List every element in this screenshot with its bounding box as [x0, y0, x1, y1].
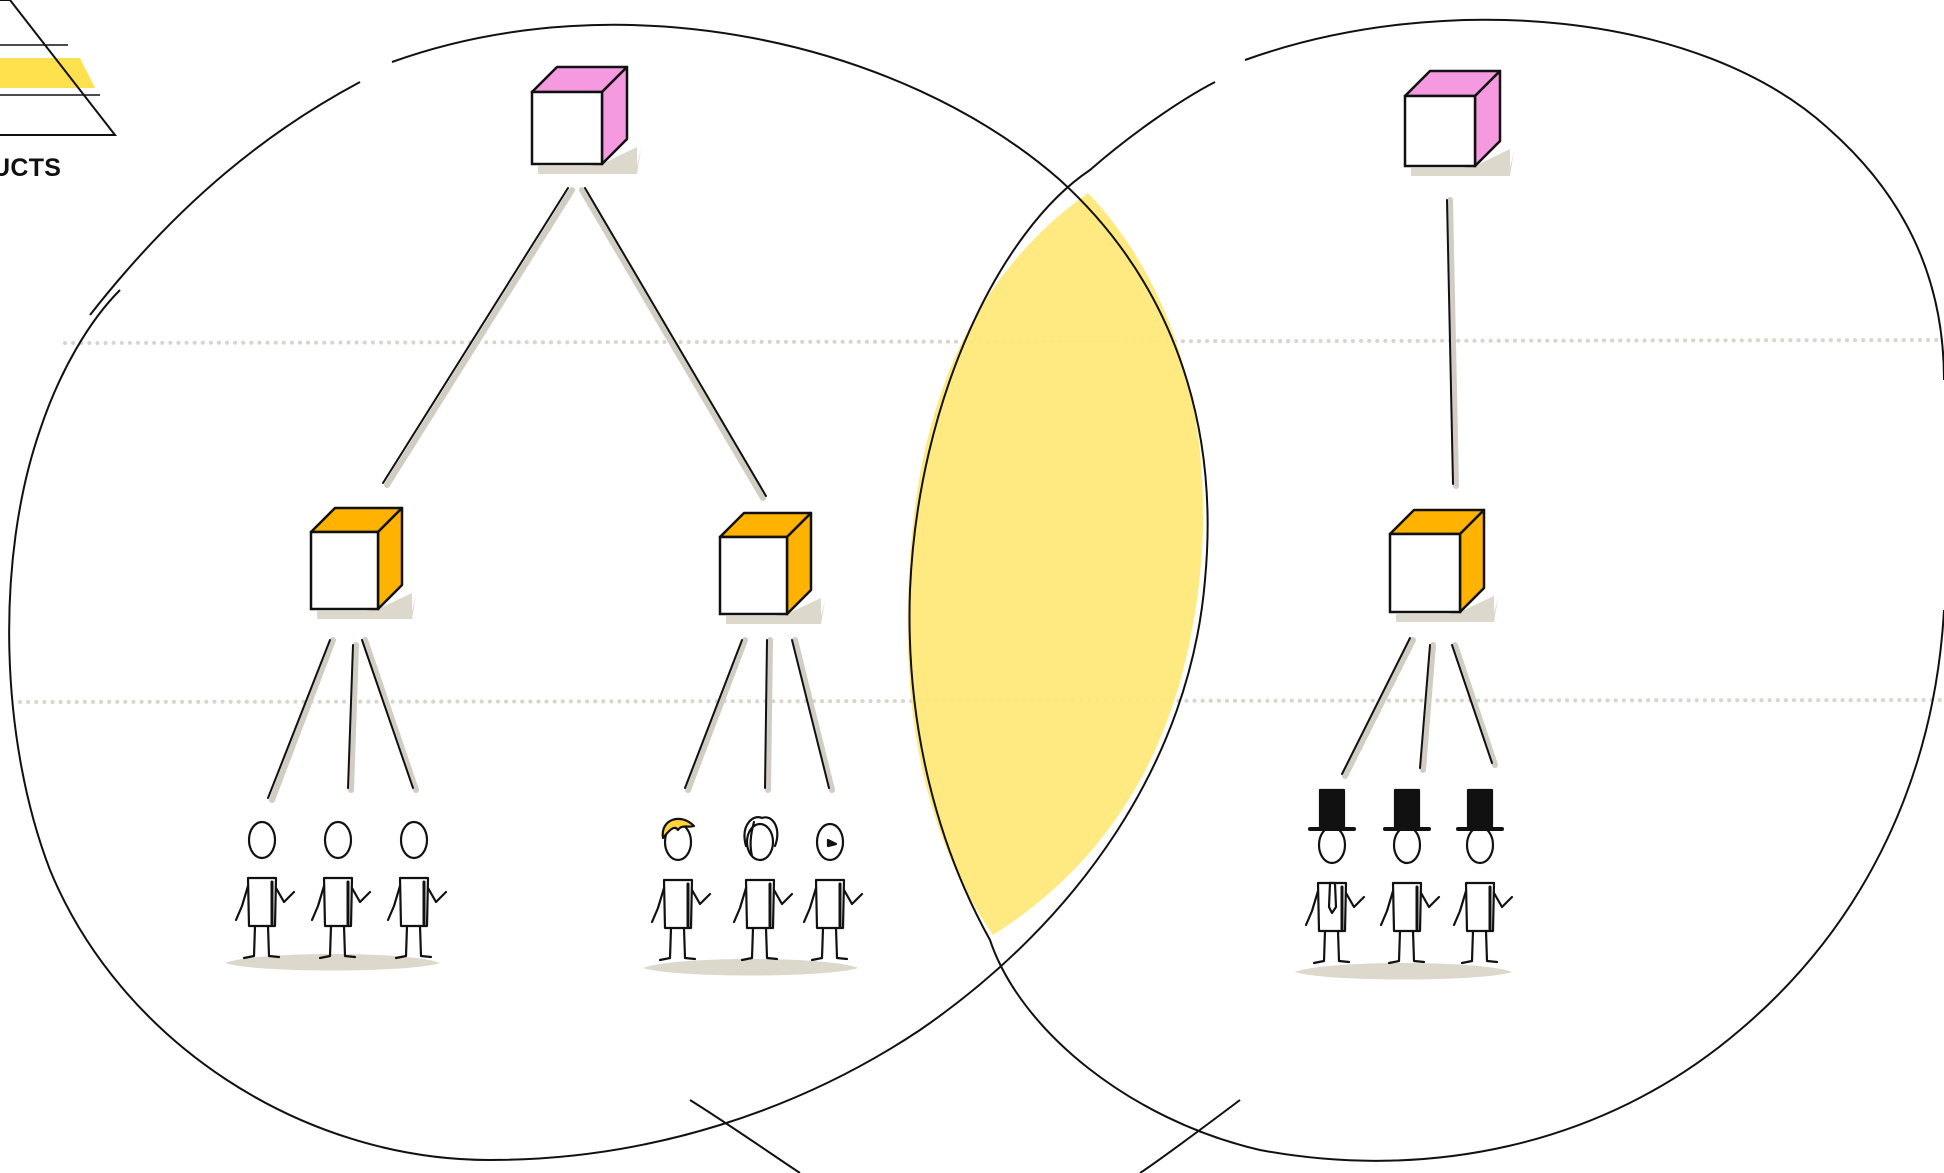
team-cube-left-a	[309, 506, 416, 619]
ground-shadow	[225, 954, 440, 971]
person-blonde-left-b-1	[650, 817, 712, 962]
person-top-hat-right-2	[1379, 788, 1441, 965]
right-circle	[908, 18, 1944, 1173]
ground-shadow	[643, 959, 858, 976]
product-cube-left	[530, 65, 641, 174]
corner-label: UCTS	[0, 154, 62, 182]
team-cube-right	[1388, 508, 1498, 622]
person-curly-left-b-2	[732, 816, 794, 962]
person-winking-left-b-3	[802, 822, 864, 962]
person-top-hat-right-3	[1452, 788, 1514, 965]
ground-shadow	[1295, 963, 1512, 980]
connector-lines	[267, 187, 1498, 803]
left-circle	[8, 23, 1209, 1173]
person-top-hat-tie-right-1	[1304, 788, 1366, 965]
person-left-a-1	[234, 820, 296, 960]
overlap-lens	[907, 193, 1204, 935]
team-cube-left-b	[718, 511, 825, 624]
person-left-a-2	[310, 820, 372, 960]
person-left-a-3	[386, 820, 448, 960]
product-cube-right	[1403, 69, 1514, 176]
pyramid-fragment	[0, 0, 118, 136]
